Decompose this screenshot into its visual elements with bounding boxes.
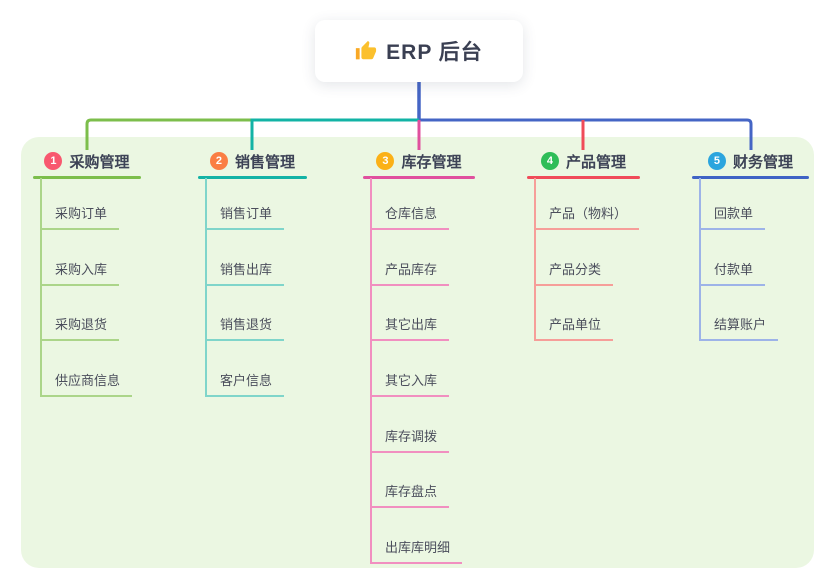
child-node[interactable]: 产品单位 — [534, 316, 614, 341]
branch-label: 销售管理 — [234, 153, 295, 171]
branch-underline — [692, 176, 809, 179]
child-label: 客户信息 — [205, 373, 285, 397]
child-node[interactable]: 回款单 — [699, 205, 766, 230]
child-node[interactable]: 销售退货 — [205, 316, 285, 341]
child-label: 其它入库 — [370, 373, 450, 397]
child-label: 采购订单 — [40, 206, 120, 230]
branch-label: 采购管理 — [69, 153, 130, 171]
branch-underline — [198, 176, 307, 179]
thumbs-up-icon — [356, 40, 377, 60]
child-node[interactable]: 结算账户 — [699, 316, 779, 341]
child-node[interactable]: 其它出库 — [370, 316, 450, 341]
child-node[interactable]: 出库库明细 — [370, 539, 463, 564]
child-node[interactable]: 采购入库 — [40, 261, 120, 286]
child-node[interactable]: 采购退货 — [40, 316, 120, 341]
child-node[interactable]: 库存盘点 — [370, 483, 450, 508]
child-label: 产品（物料） — [534, 206, 640, 230]
branch-node[interactable]: 2 销售管理 — [198, 149, 307, 173]
child-label: 产品库存 — [370, 262, 450, 286]
child-label: 仓库信息 — [370, 206, 450, 230]
branch-number-badge: 2 — [209, 152, 228, 170]
child-node[interactable]: 采购订单 — [40, 205, 120, 230]
child-node[interactable]: 产品库存 — [370, 261, 450, 286]
branch-number-badge: 1 — [44, 152, 63, 170]
branch-spine-line — [40, 178, 42, 397]
branch-underline — [527, 176, 640, 179]
branch-underline — [363, 176, 475, 179]
branch-node[interactable]: 3 库存管理 — [363, 149, 475, 173]
child-node[interactable]: 产品分类 — [534, 261, 614, 286]
child-node[interactable]: 仓库信息 — [370, 205, 450, 230]
child-label: 库存盘点 — [370, 484, 450, 508]
branch-label: 财务管理 — [732, 153, 793, 171]
branch-number-badge: 4 — [540, 152, 559, 170]
branches-panel — [21, 137, 814, 568]
child-label: 回款单 — [699, 206, 766, 230]
child-label: 产品单位 — [534, 317, 614, 341]
branch-node[interactable]: 1 采购管理 — [33, 149, 141, 173]
child-label: 销售订单 — [205, 206, 285, 230]
branch-spine-line — [699, 178, 701, 341]
root-node[interactable]: ERP 后台 — [315, 20, 523, 82]
child-node[interactable]: 客户信息 — [205, 372, 285, 397]
child-label: 库存调拨 — [370, 429, 450, 453]
child-node[interactable]: 付款单 — [699, 261, 766, 286]
branch-spine-line — [370, 178, 372, 564]
child-node[interactable]: 供应商信息 — [40, 372, 133, 397]
branch-number-badge: 5 — [707, 152, 726, 170]
child-node[interactable]: 销售出库 — [205, 261, 285, 286]
branch-underline — [33, 176, 141, 179]
branch-node[interactable]: 5 财务管理 — [692, 149, 809, 173]
branch-number-badge: 3 — [376, 152, 395, 170]
branch-spine-line — [205, 178, 207, 397]
child-node[interactable]: 库存调拨 — [370, 428, 450, 453]
child-label: 付款单 — [699, 262, 766, 286]
child-node[interactable]: 销售订单 — [205, 205, 285, 230]
child-label: 销售退货 — [205, 317, 285, 341]
child-label: 出库库明细 — [370, 540, 463, 564]
branch-label: 库存管理 — [401, 153, 462, 171]
root-node-label: ERP 后台 — [386, 41, 483, 64]
child-node[interactable]: 其它入库 — [370, 372, 450, 397]
child-label: 产品分类 — [534, 262, 614, 286]
branch-spine-line — [534, 178, 536, 341]
child-label: 结算账户 — [699, 317, 779, 341]
child-label: 销售出库 — [205, 262, 285, 286]
child-label: 采购入库 — [40, 262, 120, 286]
child-label: 供应商信息 — [40, 373, 133, 397]
child-label: 采购退货 — [40, 317, 120, 341]
child-node[interactable]: 产品（物料） — [534, 205, 640, 230]
branch-label: 产品管理 — [565, 153, 626, 171]
child-label: 其它出库 — [370, 317, 450, 341]
branch-node[interactable]: 4 产品管理 — [527, 149, 640, 173]
